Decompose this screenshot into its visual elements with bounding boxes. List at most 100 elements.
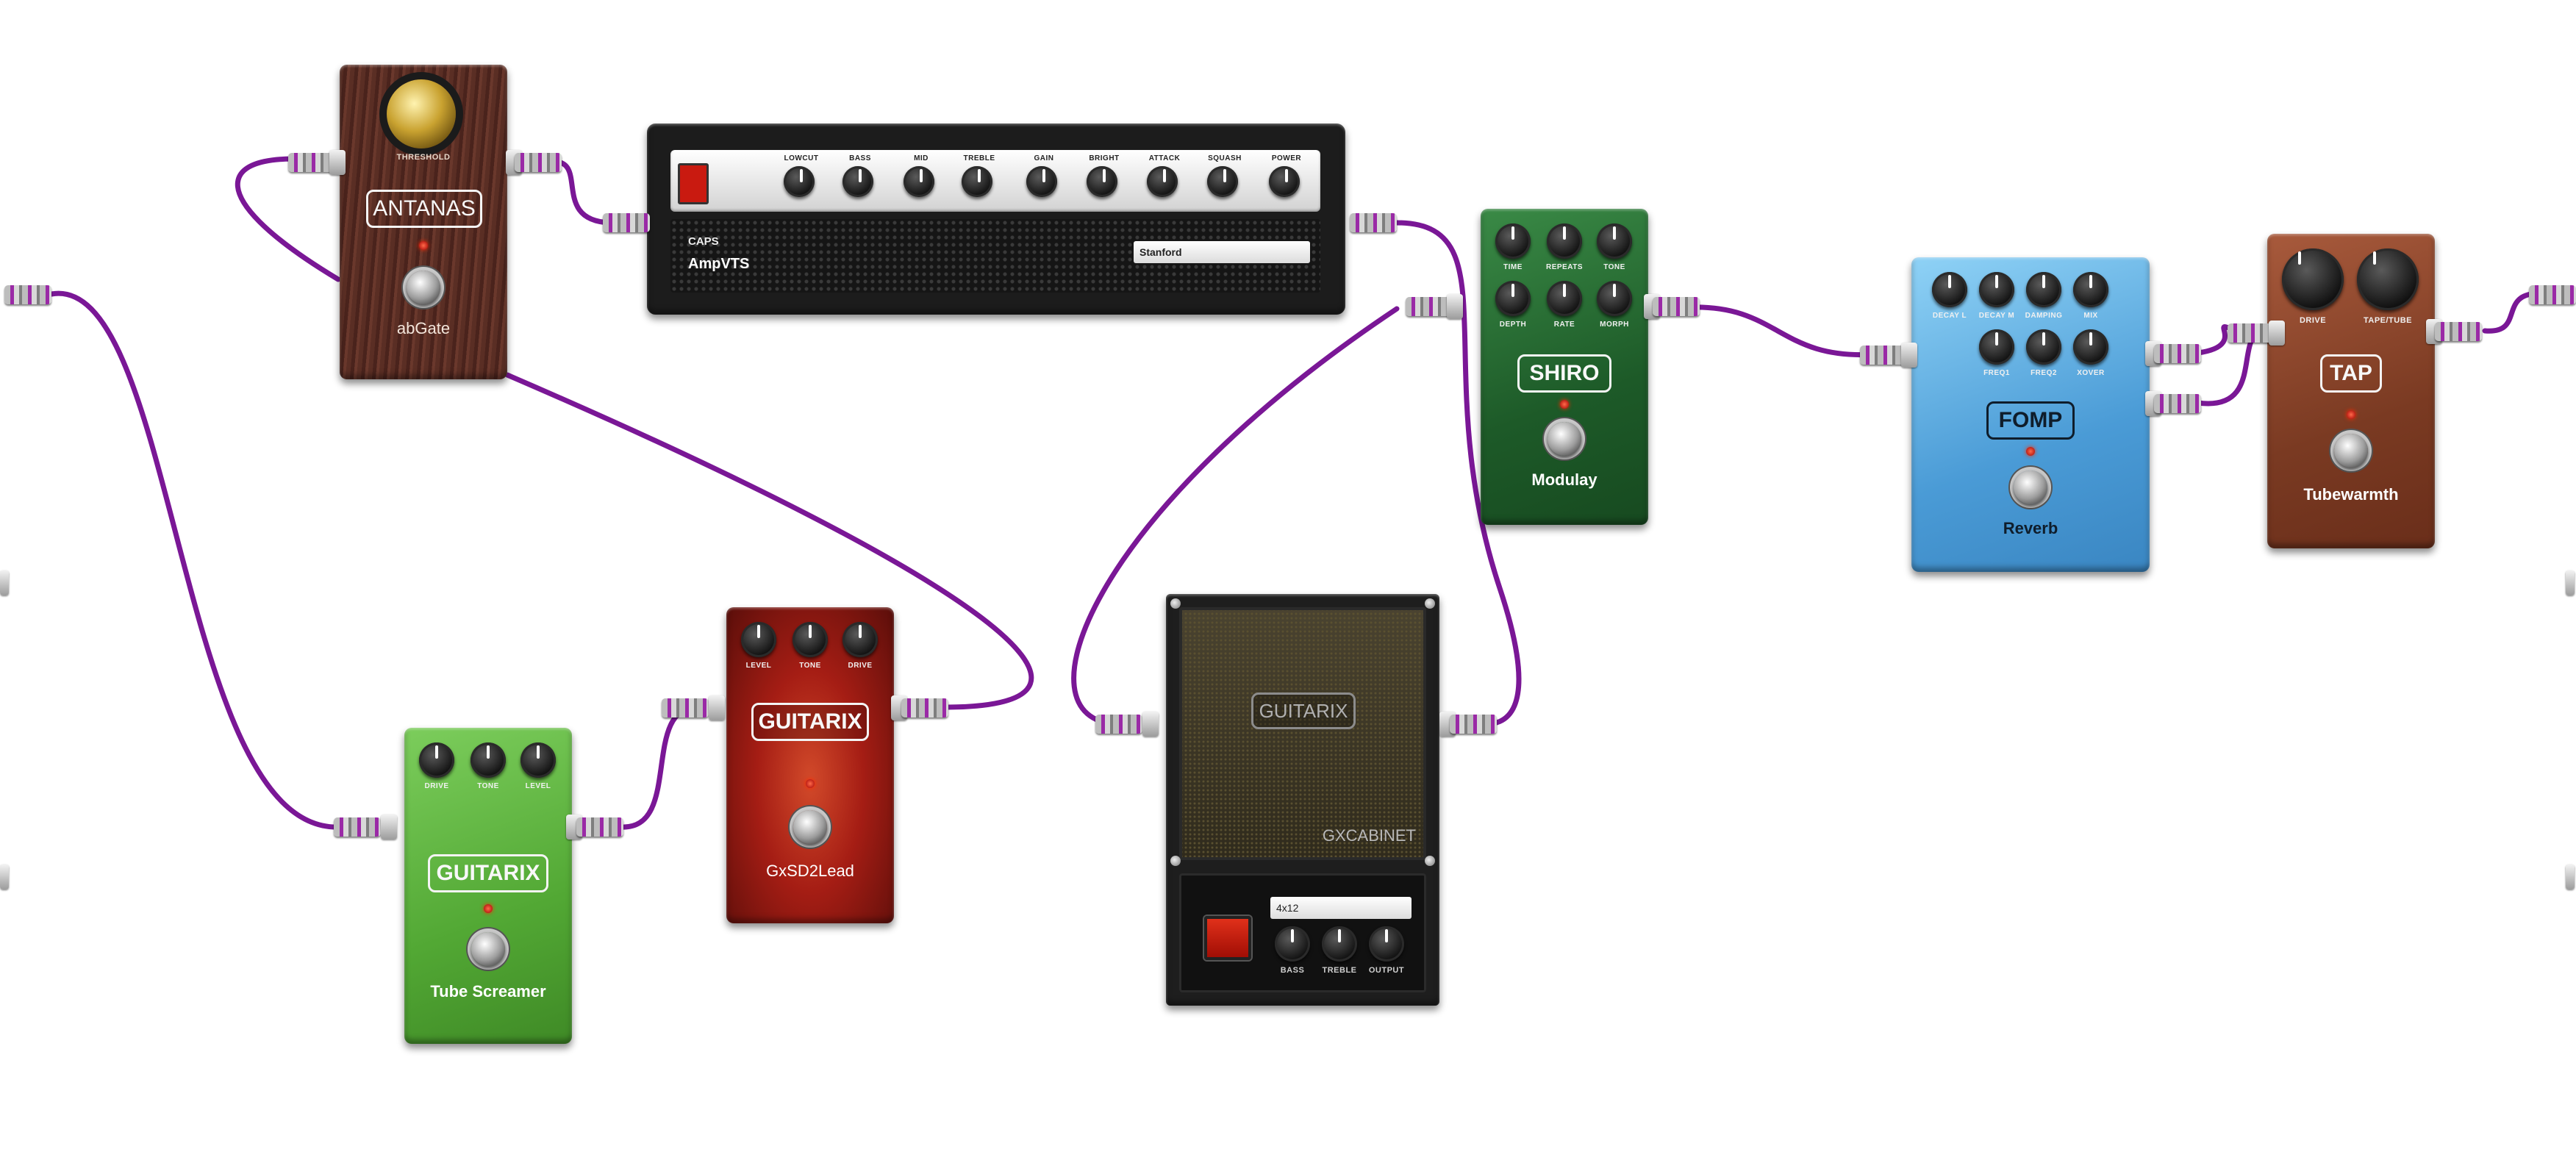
jack-gxsd2lead-out[interactable] — [891, 695, 954, 720]
jack-tubescreamer-in[interactable] — [334, 815, 397, 840]
bypass-footswitch[interactable] — [793, 810, 827, 844]
pedal-modulay[interactable]: TIME REPEATS TONE DEPTH RATE MORPH SHIRO… — [1481, 209, 1648, 525]
screw — [1425, 598, 1435, 609]
pedal-gxsd2lead[interactable]: LEVEL TONE DRIVE GUITARIX GxSD2Lead — [726, 607, 894, 923]
damping-knob[interactable] — [2026, 272, 2061, 307]
rate-label: RATE — [1553, 321, 1575, 329]
jack-side-left-b[interactable] — [0, 865, 10, 890]
cabinet-gxcabinet[interactable]: GUITARIX GXCABINET 4x12 BASS TREBLE OUTP… — [1166, 594, 1439, 1006]
jack-gxsd2lead-in[interactable] — [662, 695, 725, 720]
jack-reverb-out-r[interactable] — [2145, 391, 2201, 416]
jack-tubewarmth-out[interactable] — [2426, 319, 2485, 344]
jack-tubewarmth-in[interactable] — [2228, 321, 2285, 346]
cable-modulay-to-reverb[interactable] — [1688, 304, 1878, 358]
level-knob[interactable] — [520, 742, 556, 778]
jack-tubescreamer-out[interactable] — [566, 815, 629, 840]
cabinet-model-select[interactable]: 4x12 — [1270, 897, 1412, 919]
time-label: TIME — [1503, 263, 1523, 271]
tone-knob[interactable] — [1597, 223, 1632, 259]
drive-knob[interactable] — [2282, 248, 2344, 310]
amp-ampvts[interactable]: LOWCUT BASS MID TREBLE GAIN BRIGHT ATTAC… — [647, 124, 1345, 315]
cable-abgate-to-ampvts[interactable] — [551, 159, 613, 226]
level-knob[interactable] — [741, 622, 776, 657]
output-knob[interactable] — [1369, 926, 1404, 962]
gain-knob[interactable] — [1026, 166, 1057, 197]
power-toggle[interactable] — [1204, 916, 1251, 960]
treble-knob[interactable] — [1322, 926, 1357, 962]
bass-knob[interactable] — [842, 166, 873, 197]
morph-knob[interactable] — [1597, 281, 1632, 316]
tape-tube-knob[interactable] — [2357, 248, 2419, 310]
rate-knob[interactable] — [1547, 281, 1582, 316]
bypass-footswitch[interactable] — [407, 271, 440, 304]
jack-side-right-a[interactable] — [2566, 570, 2576, 595]
jack-ampvts-in[interactable] — [603, 213, 654, 232]
drive-knob[interactable] — [419, 742, 454, 778]
xover-knob[interactable] — [2073, 329, 2108, 365]
cable-reverb-to-tubewarmth-b[interactable] — [2195, 329, 2264, 407]
threshold-knob[interactable] — [387, 79, 456, 148]
mid-knob[interactable] — [904, 166, 934, 197]
jack-gxcabinet-out[interactable] — [1439, 712, 1503, 737]
pedal-tubewarmth[interactable]: DRIVE TAPE/TUBE TAP Tubewarmth — [2267, 234, 2435, 548]
power-label: POWER — [1271, 154, 1302, 162]
jack-reverb-in[interactable] — [1860, 343, 1917, 368]
status-led — [806, 779, 815, 788]
freq2-label: FREQ2 — [2031, 369, 2057, 377]
depth-label: DEPTH — [1499, 321, 1527, 329]
jack-abgate-out[interactable] — [506, 150, 562, 175]
jack-gxcabinet-in[interactable] — [1095, 712, 1159, 737]
jack-modulay-out[interactable] — [1644, 294, 1700, 319]
repeats-knob[interactable] — [1547, 223, 1582, 259]
jack-abgate-in[interactable] — [288, 150, 346, 175]
mid-label: MID — [914, 154, 929, 162]
shiro-badge: SHIRO — [1517, 354, 1611, 393]
treble-label: TREBLE — [963, 154, 995, 162]
time-knob[interactable] — [1495, 223, 1531, 259]
depth-knob[interactable] — [1495, 281, 1531, 316]
cable-system-in-to-tubescreamer[interactable] — [49, 290, 341, 830]
bypass-footswitch[interactable] — [2334, 434, 2368, 468]
power-switch[interactable] — [678, 163, 709, 204]
jack-side-right-b[interactable] — [2566, 865, 2576, 890]
jack-ampvts-out[interactable] — [1347, 213, 1398, 232]
jack-reverb-out-l[interactable] — [2145, 341, 2201, 366]
jack-modulay-in[interactable] — [1406, 294, 1463, 319]
jack-side-left-a[interactable] — [0, 570, 10, 595]
bass-knob[interactable] — [1275, 926, 1310, 962]
decay-m-knob[interactable] — [1979, 272, 2014, 307]
power-knob[interactable] — [1269, 166, 1300, 197]
amp-model-select[interactable]: Stanford — [1134, 241, 1310, 263]
tone-label: TONE — [477, 782, 499, 790]
drive-knob[interactable] — [842, 622, 878, 657]
attack-knob[interactable] — [1147, 166, 1178, 197]
lowcut-knob[interactable] — [784, 166, 815, 197]
guitarix-badge: GUITARIX — [1251, 692, 1356, 729]
status-led — [419, 241, 428, 250]
jack-system-in[interactable] — [0, 285, 66, 304]
cable-abgate-in[interactable] — [235, 156, 341, 282]
status-led — [2026, 447, 2035, 456]
freq2-knob[interactable] — [2026, 329, 2061, 365]
threshold-label: THRESHOLD — [396, 153, 451, 162]
squash-knob[interactable] — [1207, 166, 1238, 197]
mix-knob[interactable] — [2073, 272, 2108, 307]
bright-knob[interactable] — [1087, 166, 1117, 197]
amp-brand: CAPS — [688, 235, 719, 248]
cable-tubescreamer-to-gxsd2lead[interactable] — [618, 704, 701, 830]
jack-system-out[interactable] — [2522, 285, 2576, 304]
pedal-tubescreamer[interactable]: DRIVE TONE LEVEL GUITARIX Tube Screamer — [404, 728, 572, 1044]
tone-knob[interactable] — [793, 622, 828, 657]
mix-label: MIX — [2083, 312, 2098, 320]
treble-knob[interactable] — [962, 166, 992, 197]
bypass-footswitch[interactable] — [1548, 422, 1581, 456]
bypass-footswitch[interactable] — [2014, 470, 2047, 504]
pedal-name: GxSD2Lead — [766, 862, 854, 880]
pedal-abgate[interactable]: THRESHOLD ANTANAS abGate — [340, 65, 507, 379]
freq1-knob[interactable] — [1979, 329, 2014, 365]
pedal-reverb[interactable]: DECAY L DECAY M DAMPING MIX FREQ1 FREQ2 … — [1911, 257, 2150, 572]
decay-l-knob[interactable] — [1932, 272, 1967, 307]
bypass-footswitch[interactable] — [471, 932, 505, 966]
status-led — [1560, 400, 1569, 409]
tone-knob[interactable] — [471, 742, 506, 778]
